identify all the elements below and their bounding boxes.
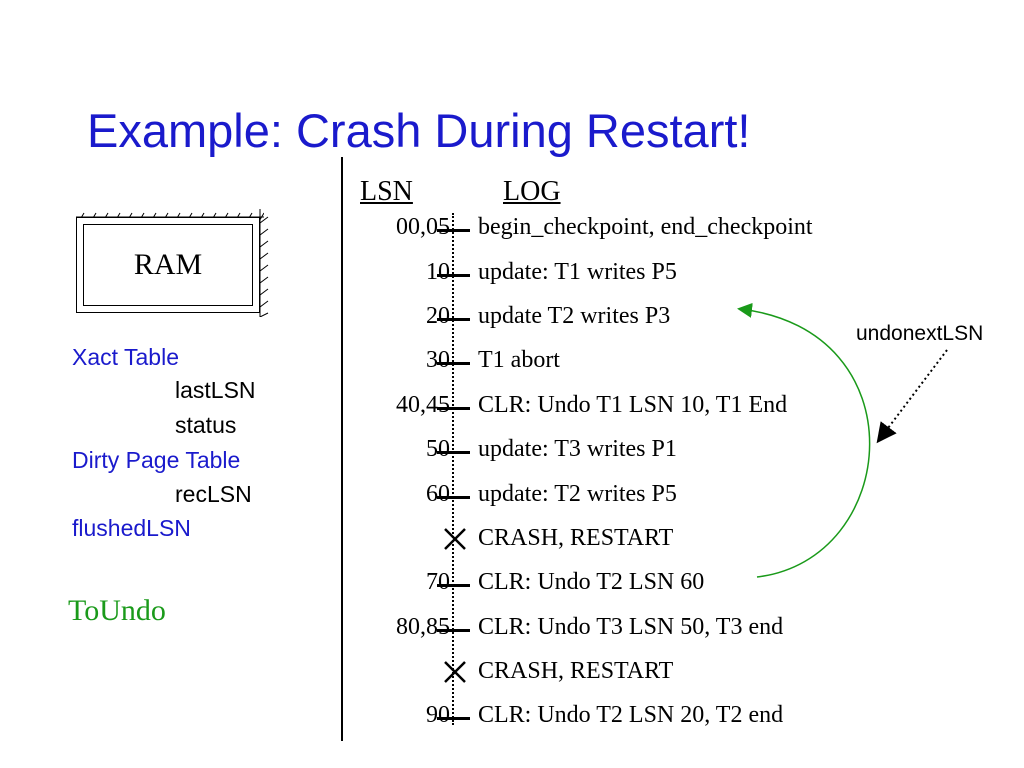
lsn-value: 00,05 — [396, 214, 450, 240]
log-entry-text: update T2 writes P3 — [478, 303, 671, 329]
slide-title: Example: Crash During Restart! — [87, 104, 751, 157]
log-entry-text: T1 abort — [478, 347, 560, 373]
ram-box: RAM — [76, 217, 260, 313]
log-row: 80,85 CLR: Undo T3 LSN 50, T3 end — [350, 614, 930, 644]
to-undo-label: ToUndo — [68, 594, 166, 627]
log-tick-mark — [437, 362, 470, 365]
log-entry-text: CLR: Undo T3 LSN 50, T3 end — [478, 614, 784, 640]
log-tick-mark — [437, 318, 470, 321]
log-tick-mark — [437, 451, 470, 454]
log-entry-text: CLR: Undo T2 LSN 20, T2 end — [478, 702, 784, 728]
lsn-value: 60 — [426, 481, 450, 507]
crash-x-icon — [444, 528, 466, 550]
lsn-value: 30 — [426, 347, 450, 373]
log-row-crash: CRASH, RESTART — [350, 525, 930, 555]
log-tick-mark — [437, 717, 470, 720]
log-row-crash: CRASH, RESTART — [350, 658, 930, 688]
crash-x-icon — [444, 661, 466, 683]
log-entry-text: update: T3 writes P1 — [478, 436, 677, 462]
log-row: 90 CLR: Undo T2 LSN 20, T2 end — [350, 702, 930, 732]
log-row: 40,45 CLR: Undo T1 LSN 10, T1 End — [350, 392, 930, 422]
log-entry-text: update: T1 writes P5 — [478, 259, 677, 285]
lsn-value: 90 — [426, 702, 450, 728]
log-row: 00,05 begin_checkpoint, end_checkpoint — [350, 214, 930, 244]
vertical-divider — [341, 157, 343, 741]
rec-lsn-label: recLSN — [175, 481, 252, 507]
log-entry-text: update: T2 writes P5 — [478, 481, 677, 507]
log-entry-text: begin_checkpoint, end_checkpoint — [478, 214, 813, 240]
log-tick-mark — [437, 584, 470, 587]
log-column-header: LOG — [503, 176, 561, 207]
undonext-lsn-label: undonextLSN — [856, 322, 984, 345]
lsn-value: 50 — [426, 436, 450, 462]
log-entry-text: CLR: Undo T1 LSN 10, T1 End — [478, 392, 788, 418]
lsn-value: 70 — [426, 569, 450, 595]
xact-table-label: Xact Table — [72, 344, 179, 370]
last-lsn-label: lastLSN — [175, 377, 256, 403]
log-tick-mark — [437, 496, 470, 499]
log-row: 70 CLR: Undo T2 LSN 60 — [350, 569, 930, 599]
lsn-value: 10 — [426, 259, 450, 285]
ram-side-hatch — [259, 209, 269, 317]
log-tick-mark — [437, 229, 470, 232]
lsn-value: 40,45 — [396, 392, 450, 418]
status-label: status — [175, 412, 237, 438]
lsn-value: 80,85 — [396, 614, 450, 640]
log-row: 30 T1 abort — [350, 347, 930, 377]
log-row: 10 update: T1 writes P5 — [350, 259, 930, 289]
log-entry-text: CRASH, RESTART — [478, 658, 674, 684]
log-row: 20 update T2 writes P3 — [350, 303, 930, 333]
log-entry-text: CLR: Undo T2 LSN 60 — [478, 569, 705, 595]
flushed-lsn-label: flushedLSN — [72, 515, 191, 541]
log-entry-text: CRASH, RESTART — [478, 525, 674, 551]
log-timeline — [452, 213, 458, 725]
lsn-column-header: LSN — [360, 176, 413, 207]
lsn-value: 20 — [426, 303, 450, 329]
log-row: 60 update: T2 writes P5 — [350, 481, 930, 511]
log-tick-mark — [437, 407, 470, 410]
log-tick-mark — [437, 274, 470, 277]
ram-label: RAM — [83, 224, 253, 306]
dirty-page-table-label: Dirty Page Table — [72, 447, 241, 473]
log-row: 50 update: T3 writes P1 — [350, 436, 930, 466]
log-tick-mark — [437, 629, 470, 632]
